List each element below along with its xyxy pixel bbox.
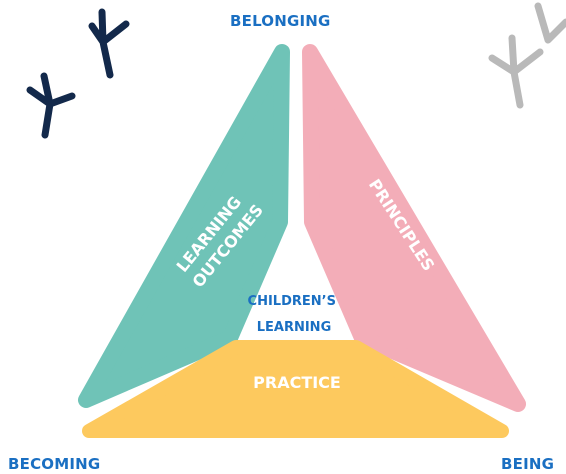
footprint-icon: [488, 2, 566, 109]
practice-section: [82, 340, 509, 438]
footprint-icon: [26, 72, 76, 139]
footprint-icon: [88, 8, 130, 79]
principles-section: [302, 44, 526, 412]
corner-label-being: BEING: [501, 455, 555, 473]
learning-outcomes-section: [78, 44, 290, 408]
corner-label-becoming: BECOMING: [8, 455, 101, 473]
childrens-learning-label: CHILDREN’S LEARNING: [248, 294, 341, 335]
practice-label: PRACTICE: [253, 373, 341, 392]
corner-label-belonging: BELONGING: [230, 12, 331, 30]
